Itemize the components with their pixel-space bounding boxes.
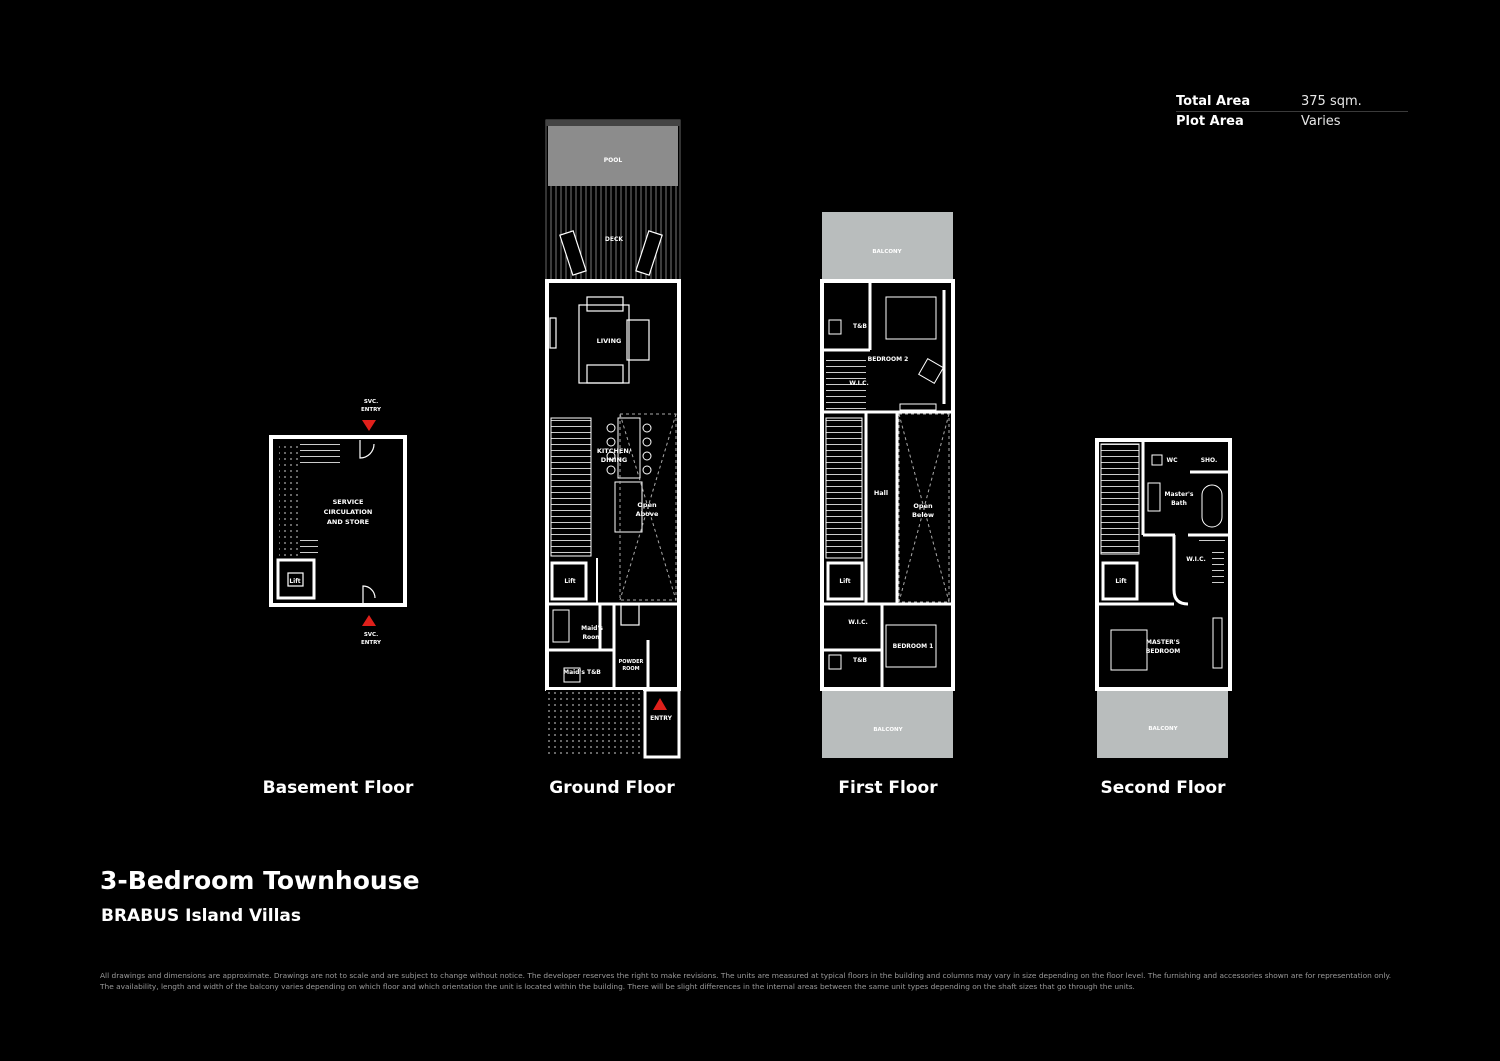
room-label-wc: WC: [1166, 457, 1178, 464]
stair: [825, 417, 863, 559]
living-furniture: [549, 296, 650, 384]
room-label-lift: Lift: [1115, 578, 1126, 585]
wardrobe: [826, 360, 866, 410]
floor-label-first: First Floor: [838, 778, 938, 798]
page-subtitle: BRABUS Island Villas: [101, 906, 301, 926]
wardrobe: [1199, 538, 1225, 546]
room-label-wic: W.I.C.: [849, 380, 869, 387]
door-swing: [362, 585, 376, 604]
room-label-deck: DECK: [605, 236, 623, 243]
area-key: Total Area: [1176, 94, 1251, 109]
area-row-plot: Plot Area Varies: [1176, 112, 1408, 131]
stair: [1100, 443, 1140, 555]
room-label-lift: Lift: [289, 578, 300, 585]
room-label-balcony: BALCONY: [872, 249, 902, 255]
kitchen-furniture: [606, 417, 652, 533]
wardrobe: [1212, 548, 1224, 588]
entry-marker: [653, 698, 667, 710]
lift-shaft: [276, 558, 316, 600]
balcony: [822, 690, 953, 758]
entry-label: SVC.ENTRY: [361, 632, 382, 646]
sun-loungers: [559, 230, 663, 276]
first-furniture: [828, 296, 944, 670]
room-label-entry: ENTRY: [650, 715, 673, 722]
room-label-lift: Lift: [564, 578, 575, 585]
room-label-living: LIVING: [597, 337, 622, 345]
stair: [300, 443, 340, 463]
stair: [550, 417, 592, 557]
area-value: 375 sqm.: [1301, 94, 1362, 109]
room-label-tb: T&B: [853, 657, 867, 664]
area-value: Varies: [1301, 114, 1341, 129]
room-label-hall: Hall: [874, 489, 888, 497]
entry-label: SVC.ENTRY: [361, 399, 382, 413]
room-label-balcony: BALCONY: [873, 727, 903, 733]
lift-shaft: [1101, 561, 1139, 601]
room-label-balcony: BALCONY: [1148, 726, 1178, 732]
second-furniture: [1110, 454, 1223, 671]
room-label-kitchen: KITCHEN/DINING: [597, 447, 632, 464]
floor-label-ground: Ground Floor: [549, 778, 675, 798]
stair-hatch: [279, 443, 300, 558]
area-key: Plot Area: [1176, 114, 1244, 129]
room-label-wic: W.I.C.: [1186, 556, 1206, 563]
second-walls: [1099, 442, 1228, 606]
service-rooms: [547, 602, 679, 689]
pool: [548, 126, 678, 186]
room-label-bedroom1: BEDROOM 1: [893, 643, 934, 650]
disclaimer: All drawings and dimensions are approxim…: [100, 971, 1392, 991]
open-above-void: [619, 413, 677, 601]
room-label-pool: POOL: [604, 157, 623, 164]
entry-terrace: [546, 690, 643, 757]
room-label-lift: Lift: [839, 578, 850, 585]
room-label-tb: T&B: [853, 323, 867, 330]
area-row-total: Total Area 375 sqm.: [1176, 92, 1408, 111]
room-label-sho: SHO.: [1201, 457, 1218, 464]
floor-label-second: Second Floor: [1100, 778, 1226, 798]
floor-label-basement: Basement Floor: [262, 778, 414, 798]
open-below-void: [898, 413, 950, 603]
page-title: 3-Bedroom Townhouse: [100, 866, 420, 895]
area-divider: [1176, 111, 1408, 112]
door-swing: [359, 440, 375, 459]
entry-marker: [362, 615, 376, 626]
stair: [300, 535, 318, 557]
lift-shaft: [550, 561, 588, 601]
room-label-wic: W.I.C.: [848, 619, 868, 626]
balcony: [1097, 690, 1228, 758]
balcony: [822, 212, 953, 280]
first-walls: [824, 281, 951, 689]
lift-shaft: [826, 561, 864, 601]
entry-marker: [362, 420, 376, 431]
area-table: Total Area 375 sqm. Plot Area Varies: [1176, 92, 1408, 131]
room-label-bedroom2: BEDROOM 2: [868, 356, 909, 363]
room-label-maids-tb: Maid's T&B: [563, 669, 601, 676]
